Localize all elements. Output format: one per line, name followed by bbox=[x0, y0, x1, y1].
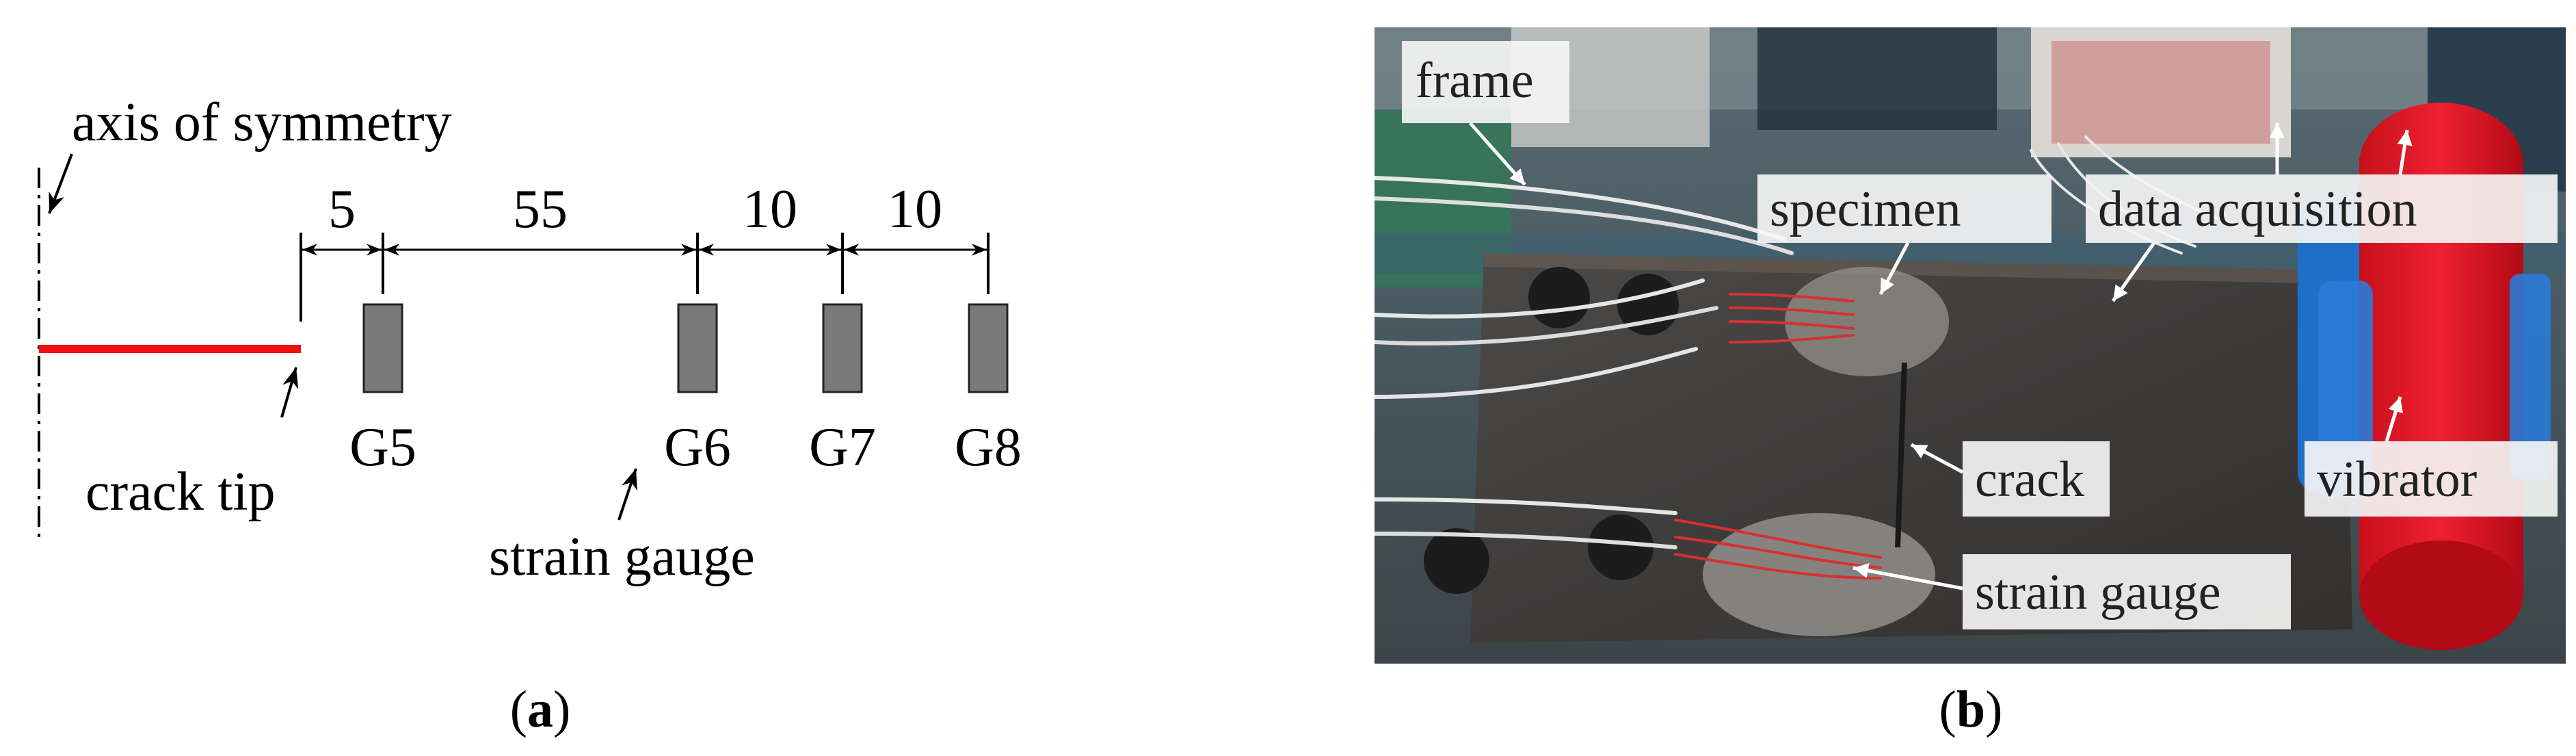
gauge-g5 bbox=[362, 303, 403, 393]
caption-a: (a) bbox=[510, 681, 571, 738]
data-acquisition-device bbox=[2031, 27, 2291, 157]
gauge-label-g8: G8 bbox=[955, 417, 1022, 478]
gauge-label-g7: G7 bbox=[809, 417, 876, 478]
axis-pointer-arrow bbox=[48, 153, 73, 214]
bolt-3 bbox=[1424, 528, 1489, 594]
crack-on-specimen bbox=[1895, 362, 1907, 548]
caption-b: (b) bbox=[1939, 681, 2003, 738]
label-specimen: specimen bbox=[1770, 181, 1961, 237]
photo-arrows bbox=[1469, 122, 2413, 590]
photo-labels: frame specimen data acquisition crack vi… bbox=[1402, 41, 2558, 629]
crack-tip-pointer-arrow bbox=[280, 367, 299, 418]
axis-of-symmetry-label: axis of symmetry bbox=[72, 92, 451, 153]
dimension-label-2: 55 bbox=[513, 179, 568, 239]
dimension-label-3: 10 bbox=[743, 179, 797, 239]
label-frame: frame bbox=[1416, 53, 1534, 109]
panel-b: frame specimen data acquisition crack vi… bbox=[1375, 27, 2566, 738]
crack-tip-label: crack tip bbox=[85, 462, 276, 522]
dimension-label-1: 5 bbox=[328, 179, 356, 239]
gauge-label-g6: G6 bbox=[664, 417, 731, 478]
strain-gauge-pointer-arrow bbox=[618, 468, 637, 521]
label-vibrator: vibrator bbox=[2317, 452, 2477, 508]
gauge-g6 bbox=[677, 303, 718, 393]
strain-gauge-label: strain gauge bbox=[489, 527, 755, 587]
wires bbox=[1375, 135, 2238, 579]
label-strain-gauge: strain gauge bbox=[1975, 564, 2221, 621]
bolt-1 bbox=[1528, 267, 1590, 328]
panel-a: axis of symmetry crack tip 5 55 10 10 G5… bbox=[38, 92, 1022, 738]
gauge-label-g5: G5 bbox=[349, 417, 416, 478]
photo: frame specimen data acquisition crack vi… bbox=[1375, 27, 2566, 664]
label-data-acquisition: data acquisition bbox=[2098, 181, 2417, 237]
dimension-label-4: 10 bbox=[888, 179, 942, 239]
gauge-g8 bbox=[968, 303, 1009, 393]
label-crack: crack bbox=[1975, 452, 2084, 508]
gauge-g7 bbox=[822, 303, 863, 393]
bolt-4 bbox=[1588, 514, 1654, 580]
